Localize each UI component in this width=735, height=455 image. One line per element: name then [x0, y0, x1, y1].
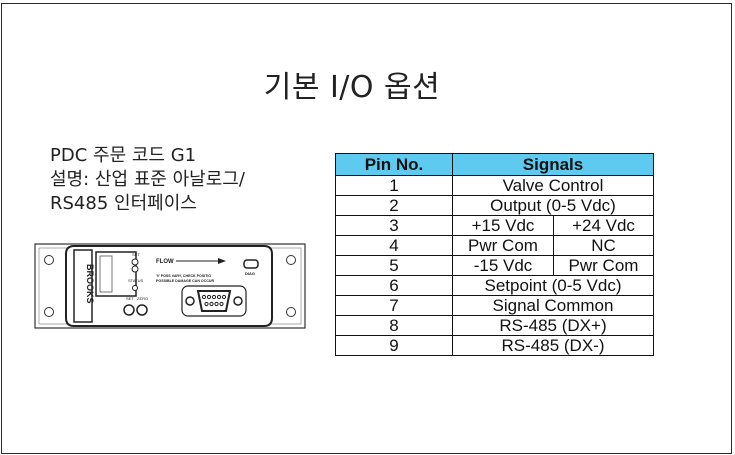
zero-button-label: ZERO	[137, 296, 148, 301]
table-row: 2 Output (0-5 Vdc)	[335, 195, 654, 216]
header-pin-no: Pin No.	[335, 153, 453, 176]
table-row: 6 Setpoint (0-5 Vdc)	[335, 275, 654, 296]
slide-frame: 기본 I/O 옵션 PDC 주문 코드 G1 설명: 산업 표준 아날로그/ R…	[1, 3, 732, 454]
signal-cell: Pwr Com	[452, 235, 554, 256]
controller-device-image: BROOKS SET STATUS SET ZERO FLOW '0' POSS…	[34, 243, 306, 329]
screw-icon	[185, 296, 195, 306]
signal-cell: Valve Control	[452, 175, 654, 196]
status-led-icon	[132, 285, 138, 291]
signal-cell: +24 Vdc	[553, 215, 654, 236]
pin-signal-table: Pin No. Signals 1 Valve Control 2 Output…	[335, 153, 654, 356]
table-row: 9 RS-485 (DX-)	[335, 335, 654, 356]
table-row: 4 Pwr Com NC	[335, 235, 654, 256]
signal-cell: NC	[553, 235, 654, 256]
table-row: 3 +15 Vdc +24 Vdc	[335, 215, 654, 236]
table-row: 8 RS-485 (DX+)	[335, 315, 654, 336]
slide-title: 기본 I/O 옵션	[263, 70, 441, 105]
warning-line: '0' POSS VARY, CHECK POSITIO	[156, 274, 211, 278]
set-button-label: SET	[126, 296, 134, 301]
pin-cell: 5	[335, 255, 453, 276]
diag-port-icon	[243, 259, 259, 269]
pin-cell: 6	[335, 275, 453, 296]
table-row: 1 Valve Control	[335, 175, 654, 196]
led-indicator-icon	[131, 265, 139, 273]
set-label: SET	[132, 252, 140, 257]
warning-line: POSSIBLE DAMAGE CAN OCCUR	[156, 279, 215, 283]
signal-cell: -15 Vdc	[452, 255, 554, 276]
screw-icon	[233, 296, 243, 306]
description-line: PDC 주문 코드 G1	[50, 145, 197, 166]
signal-cell: Signal Common	[452, 295, 654, 316]
table-row: 5 -15 Vdc Pwr Com	[335, 255, 654, 276]
mount-hole-icon	[286, 307, 296, 317]
signal-cell: Output (0-5 Vdc)	[452, 195, 654, 216]
flow-arrow-icon	[218, 258, 226, 264]
pin-cell: 4	[335, 235, 453, 256]
flow-label: FLOW	[156, 259, 174, 265]
led-indicator-icon	[131, 258, 139, 266]
pin-cell: 3	[335, 215, 453, 236]
signal-cell: RS-485 (DX-)	[452, 335, 654, 356]
description-block: PDC 주문 코드 G1 설명: 산업 표준 아날로그/ RS485 인터페이스	[50, 144, 245, 216]
signal-cell: +15 Vdc	[452, 215, 554, 236]
signal-cell: Setpoint (0-5 Vdc)	[452, 275, 654, 296]
mount-hole-icon	[286, 255, 296, 265]
set-button-icon	[123, 304, 135, 316]
mount-hole-icon	[44, 255, 54, 265]
header-signals: Signals	[452, 153, 654, 176]
table-row: 7 Signal Common	[335, 295, 654, 316]
dsub-connector-icon	[196, 290, 232, 312]
description-line: RS485 인터페이스	[50, 193, 197, 214]
pin-cell: 9	[335, 335, 453, 356]
pin-cell: 8	[335, 315, 453, 336]
mount-hole-icon	[44, 307, 54, 317]
description-line: 설명: 산업 표준 아날로그/	[50, 169, 245, 190]
pin-cell: 7	[335, 295, 453, 316]
zero-button-icon	[136, 304, 148, 316]
signal-cell: Pwr Com	[553, 255, 654, 276]
signal-cell: RS-485 (DX+)	[452, 315, 654, 336]
diag-label: DIAG	[245, 271, 255, 276]
pin-cell: 1	[335, 175, 453, 196]
table-header-row: Pin No. Signals	[335, 153, 654, 176]
pin-cell: 2	[335, 195, 453, 216]
brand-label: BROOKS	[85, 264, 95, 304]
status-label: STATUS	[128, 278, 144, 283]
